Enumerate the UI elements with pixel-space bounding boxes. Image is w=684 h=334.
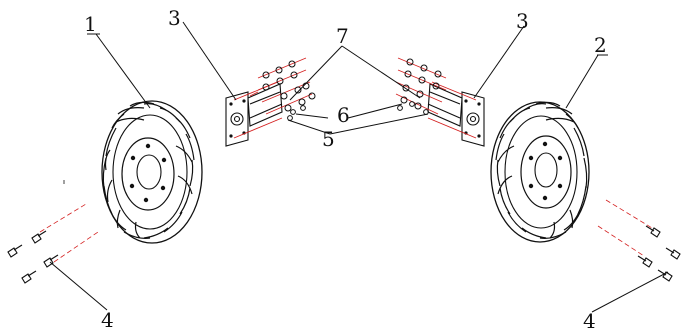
left-mecanum-wheel (101, 100, 203, 244)
left-nuts (262, 60, 316, 112)
callout-1: 1 (84, 12, 97, 36)
callout-4-left: 4 (101, 308, 114, 332)
left-washers (287, 105, 306, 121)
callout-labels: 1 3 7 6 5 3 2 4 4 (84, 6, 607, 333)
left-motor-bracket (225, 81, 283, 147)
right-screw-set (637, 225, 681, 282)
left-hub-bolt-holes (129, 143, 167, 203)
leader-lines (49, 21, 669, 313)
callout-6: 6 (337, 103, 350, 127)
right-mecanum-wheel (490, 101, 590, 243)
callout-3-left: 3 (168, 6, 181, 30)
callout-7: 7 (336, 24, 349, 48)
right-screws (597, 199, 681, 282)
callout-3-right: 3 (516, 9, 529, 33)
right-hub-bolt-holes (528, 141, 563, 201)
left-screw-set (7, 230, 59, 284)
callout-5: 5 (322, 127, 335, 151)
right-fastener-cluster (395, 57, 447, 115)
left-wheel-rollers (102, 101, 195, 239)
right-washers (397, 101, 429, 115)
right-motor-bracket (427, 81, 485, 147)
left-screws (7, 180, 99, 284)
callout-2: 2 (594, 33, 607, 57)
right-wheel-rollers (495, 101, 588, 239)
left-fastener-cluster (257, 57, 316, 121)
right-nuts (400, 58, 442, 110)
callout-4-right: 4 (583, 309, 596, 333)
